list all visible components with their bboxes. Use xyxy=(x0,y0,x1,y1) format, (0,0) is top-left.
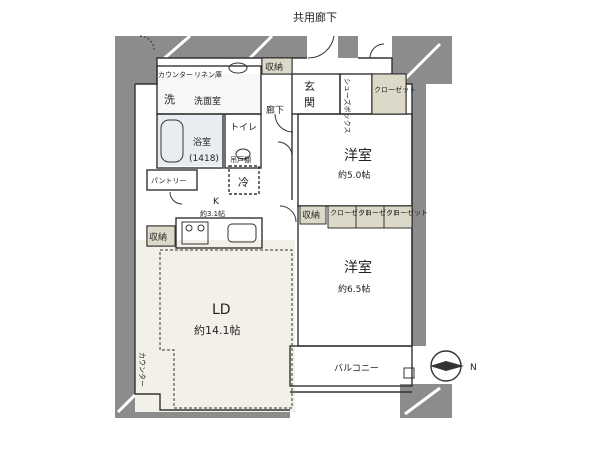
counter-top-label: カウンター xyxy=(158,70,193,79)
storage-top-fill xyxy=(261,57,293,75)
door-arc-icon xyxy=(277,141,293,157)
storage-kitchen-label: 収納 xyxy=(149,231,167,243)
hatch-line xyxy=(248,34,274,60)
toilet-icon xyxy=(235,148,251,160)
closet-2-label: クローゼット xyxy=(358,208,400,217)
bedroom1-label: 洋室 xyxy=(344,147,372,164)
entrance-label-1: 玄 xyxy=(304,79,315,93)
pantry-wall xyxy=(146,169,198,191)
storage-bedroom-label: 収納 xyxy=(302,209,320,221)
wall-top-right xyxy=(338,36,358,58)
balcony-outline xyxy=(289,345,413,387)
living-floor xyxy=(135,240,295,412)
hatch-line xyxy=(404,386,441,416)
compass-icon xyxy=(430,350,464,382)
storage-top-label: 収納 xyxy=(265,61,283,73)
closet-entrance-label: クローゼット xyxy=(374,85,416,94)
washroom-floor xyxy=(157,74,261,114)
pantry-label: パントリー xyxy=(151,177,186,185)
outlet-icon xyxy=(403,367,415,379)
fridge-label: 冷 xyxy=(238,176,249,189)
hallway-label: 廊下 xyxy=(266,104,284,116)
fridge-box xyxy=(228,165,260,195)
burner-icon xyxy=(197,224,205,232)
living-label: LD xyxy=(212,302,231,318)
door-arc-icon xyxy=(369,43,385,59)
kitchen-counter xyxy=(175,217,263,249)
washroom-label: 洗面室 xyxy=(194,95,221,107)
kitchen-label: K xyxy=(213,197,220,207)
closet-entrance-fill xyxy=(371,73,407,115)
closet-1-label: クローゼット xyxy=(330,208,372,217)
wall-left xyxy=(115,84,135,394)
door-arc-icon xyxy=(274,113,294,133)
stove-icon xyxy=(181,221,209,245)
living-size: 約14.1帖 xyxy=(194,323,241,337)
door-arc-icon xyxy=(169,191,183,205)
unit-outline-left xyxy=(134,84,290,411)
bedroom2-size: 約6.5帖 xyxy=(338,283,370,295)
entrance-wall xyxy=(291,73,341,115)
storage-kitchen-fill xyxy=(146,225,176,247)
toilet-wall xyxy=(224,113,262,169)
burner-icon xyxy=(185,224,193,232)
wall-top-mid xyxy=(157,36,307,58)
bedroom2-label: 洋室 xyxy=(344,259,372,276)
wall-bottom xyxy=(160,410,290,418)
corridor-label: 共用廊下 xyxy=(293,10,337,24)
storage-bedroom-fill xyxy=(299,205,327,225)
wall-top-left xyxy=(115,36,157,84)
bathtub-icon xyxy=(160,119,184,163)
kitchen-size: 約3.1帖 xyxy=(200,209,225,218)
sink-icon xyxy=(227,223,257,243)
washroom-mark: 洗 xyxy=(164,93,175,106)
bedroom1-size: 約5.0帖 xyxy=(338,169,370,181)
washbasin-icon xyxy=(228,62,248,74)
linen-label: リネン庫 xyxy=(194,70,222,79)
compass-label: N xyxy=(470,363,477,373)
door-arc-icon xyxy=(279,205,297,223)
closet-3-label: クローゼット xyxy=(386,208,428,217)
entrance-label-2: 関 xyxy=(304,96,315,109)
door-arc-icon xyxy=(307,35,335,59)
door-arc-icon xyxy=(139,35,155,51)
wall-right xyxy=(412,84,426,346)
bath-wall xyxy=(156,113,224,169)
hanging-cupboard-label: 吊戸棚 xyxy=(230,155,251,164)
shoes-box-label: シューズボックス xyxy=(343,78,352,133)
counter-side-label: カウンター xyxy=(138,352,147,387)
living-dash xyxy=(159,249,293,409)
bath-label: 浴室 xyxy=(193,136,211,148)
bath-size: (1418) xyxy=(189,154,219,164)
bath-floor xyxy=(157,114,223,166)
balcony-label: バルコニー xyxy=(334,363,379,374)
closet-3-fill xyxy=(383,205,413,229)
toilet-label: トイレ xyxy=(230,123,257,133)
